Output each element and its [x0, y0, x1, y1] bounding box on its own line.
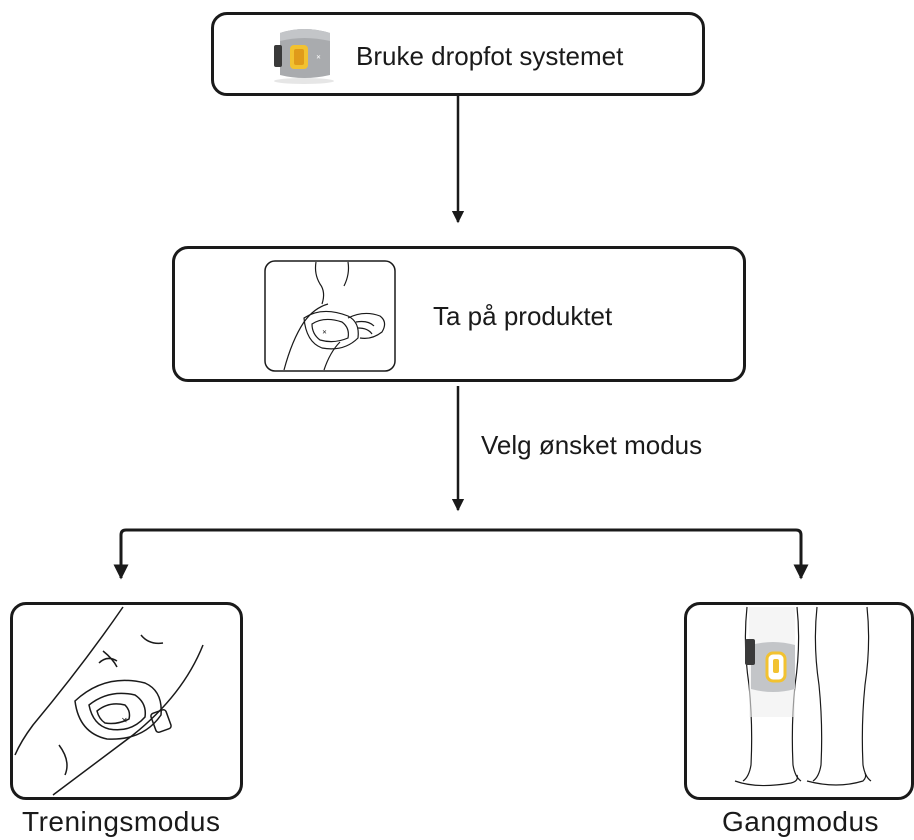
training-mode-caption: Treningsmodus: [22, 806, 221, 837]
walking-mode-box: [684, 602, 914, 800]
step-put-on-box: ✕ Ta på produktet: [172, 246, 746, 382]
step-put-on-label: Ta på produktet: [433, 301, 613, 331]
svg-text:✕: ✕: [322, 330, 327, 336]
svg-text:✕: ✕: [121, 716, 128, 725]
putting-on-illustration: ✕: [264, 260, 396, 372]
step-use-system-label: Bruke dropfot systemet: [356, 41, 624, 71]
select-mode-label: Velg ønsket modus: [481, 430, 703, 460]
device-icon: ✕: [274, 29, 334, 84]
step-use-system-box: ✕ Bruke dropfot systemet: [211, 12, 705, 96]
split-bracket: [119, 528, 803, 578]
walking-mode-illustration: [734, 606, 872, 787]
svg-text:✕: ✕: [316, 55, 321, 61]
walking-mode-caption: Gangmodus: [722, 806, 880, 837]
training-mode-illustration: ✕: [14, 606, 204, 796]
training-mode-box: ✕: [10, 602, 243, 800]
